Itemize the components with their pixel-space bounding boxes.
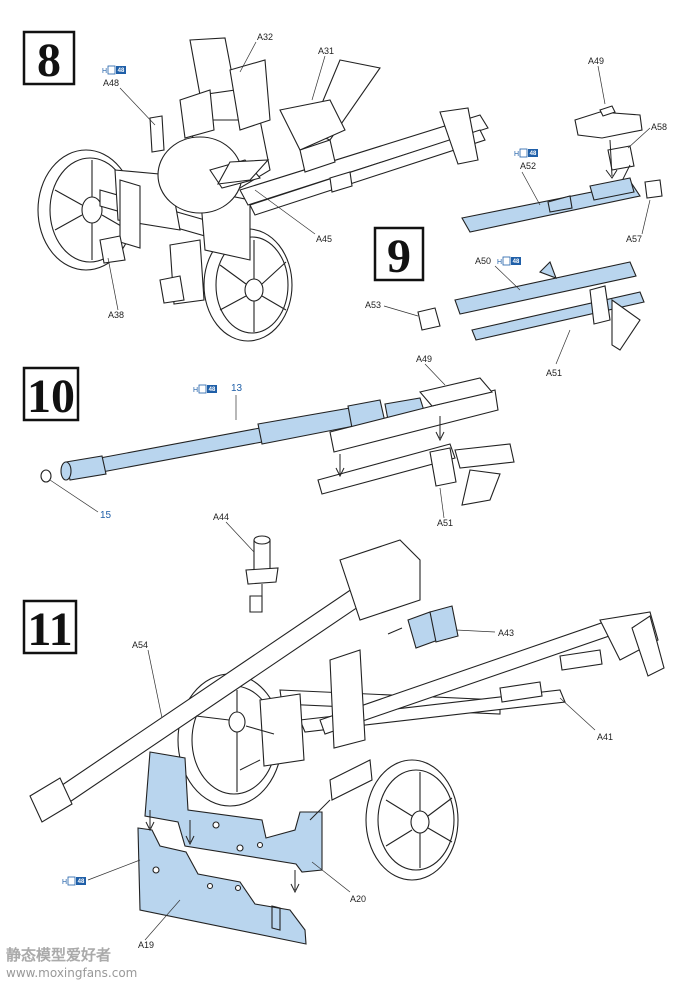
label-a19: A19	[138, 940, 154, 950]
label-a49-step10: A49	[416, 354, 432, 364]
label-13: 13	[231, 383, 243, 394]
step-9: 9 A49 A58 H	[365, 56, 667, 378]
step-10-box	[22, 366, 80, 422]
label-a43: A43	[498, 628, 514, 638]
svg-text:H: H	[497, 259, 502, 266]
svg-text:48: 48	[118, 68, 125, 74]
cradle-drawing	[317, 377, 515, 506]
paint-ref-icon-a52: H 48	[514, 148, 538, 158]
label-a54: A54	[132, 640, 148, 650]
label-a50: A50	[475, 256, 491, 266]
step-10: 10 H 48 13 A4	[22, 354, 515, 528]
step-8-number: 8	[37, 34, 61, 87]
watermark-url: www.moxingfans.com	[6, 966, 137, 980]
svg-text:48: 48	[209, 387, 216, 393]
svg-text:H: H	[62, 879, 67, 886]
svg-text:48: 48	[530, 151, 537, 157]
part-a52-drawing	[461, 177, 641, 233]
label-a53: A53	[365, 300, 381, 310]
svg-text:48: 48	[513, 259, 520, 265]
label-a20: A20	[350, 894, 366, 904]
label-a48: A48	[103, 78, 119, 88]
label-a51-step9: A51	[546, 368, 562, 378]
part-a53-drawing	[417, 307, 441, 331]
label-a32: A32	[257, 32, 273, 42]
label-a38: A38	[108, 310, 124, 320]
paint-ref-icon-13: H 48	[193, 384, 217, 394]
label-a45: A45	[316, 234, 332, 244]
step-9-number: 9	[387, 230, 411, 283]
label-15: 15	[100, 510, 112, 521]
label-a58: A58	[651, 122, 667, 132]
svg-text:H: H	[514, 151, 519, 158]
label-a44: A44	[213, 512, 229, 522]
label-a52: A52	[520, 161, 536, 171]
label-a49-step9: A49	[588, 56, 604, 66]
svg-text:H: H	[102, 68, 107, 75]
svg-text:H: H	[193, 387, 198, 394]
step-11-box	[22, 599, 78, 655]
watermark: 静态模型爱好者 www.moxingfans.com	[6, 946, 137, 980]
step-9-box	[373, 226, 425, 282]
part-a19-drawing	[137, 827, 307, 945]
step-8-box	[22, 30, 76, 86]
paint-ref-icon: H 48	[102, 65, 126, 75]
part-a43-drawing	[387, 605, 459, 649]
label-a51-step10: A51	[437, 518, 453, 528]
watermark-cn: 静态模型爱好者	[6, 946, 111, 964]
svg-text:48: 48	[78, 879, 85, 885]
barrel-drawing	[40, 397, 426, 483]
step-11-number: 11	[27, 603, 72, 656]
step-11: 11	[22, 512, 665, 950]
paint-ref-icon-a19: H 48	[62, 876, 86, 886]
step-8: 8 H 48	[22, 30, 489, 342]
label-a57: A57	[626, 234, 642, 244]
right-wheel-drawing	[203, 228, 293, 342]
carriage-drawing	[99, 37, 489, 305]
label-a31: A31	[318, 46, 334, 56]
step-10-number: 10	[27, 370, 75, 423]
paint-ref-icon-a50: H 48	[497, 256, 521, 266]
part-a50-drawing	[454, 261, 645, 351]
part-a44-drawing	[245, 535, 279, 613]
gun-assembly-drawing	[29, 539, 665, 881]
label-a41: A41	[597, 732, 613, 742]
